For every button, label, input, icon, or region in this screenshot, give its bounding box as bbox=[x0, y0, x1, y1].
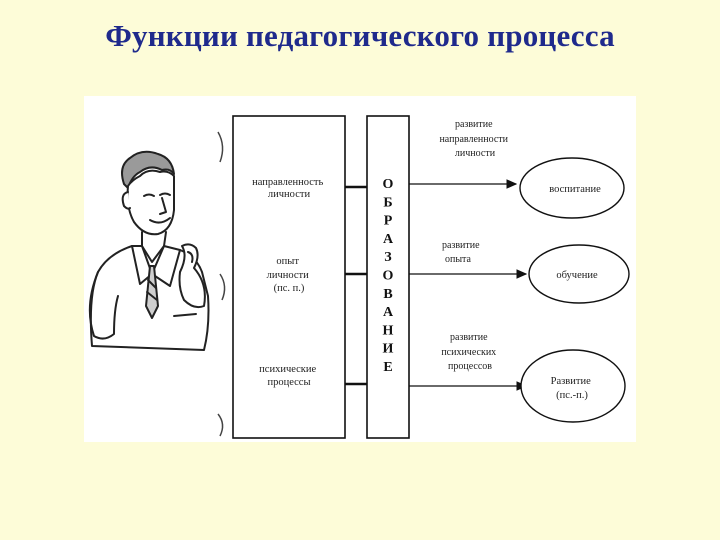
svg-text:психические процессы: психические процессы bbox=[259, 364, 319, 388]
left-box bbox=[232, 115, 346, 439]
obrazovanie-letter: Р bbox=[384, 214, 393, 229]
svg-text:развитие опыта: развитие опыта bbox=[442, 240, 482, 265]
obrazovanie-letter: З bbox=[384, 250, 391, 265]
obrazovanie-letter: Н bbox=[383, 323, 394, 338]
obrazovanie-letter: Б bbox=[383, 195, 392, 210]
obrazovanie-box bbox=[366, 115, 410, 439]
left-item-2-line2: личности bbox=[267, 270, 310, 281]
diagram-panel: направленность личности опыт личности (п… bbox=[84, 96, 636, 442]
arrow-2-label-line1: развитие bbox=[442, 240, 480, 251]
arrow-3-label-line2: психических bbox=[441, 347, 496, 358]
svg-text:Развитие (пс.-п.): Развитие (пс.-п.) bbox=[551, 376, 594, 401]
left-item-3-line1: психические bbox=[259, 364, 316, 375]
bracket-top-icon bbox=[217, 131, 224, 163]
arrow-3-label-line3: процессов bbox=[448, 361, 492, 372]
svg-text:воспитание: воспитание bbox=[549, 184, 601, 195]
obrazovanie-letter: В bbox=[383, 287, 392, 302]
obrazovanie-letter: И bbox=[383, 342, 394, 357]
svg-text:развитие направленности: развитие направленности личности bbox=[439, 119, 510, 159]
obrazovanie-letter: Е bbox=[383, 360, 392, 375]
obrazovanie-letter: О bbox=[383, 177, 394, 192]
arrow-1-label-line1: развитие bbox=[455, 119, 493, 130]
left-item-1-line1: направленность bbox=[252, 177, 323, 188]
page-title: Функции педагогического процесса bbox=[105, 18, 615, 53]
obrazovanie-letter: А bbox=[383, 232, 394, 247]
obrazovanie-letter: А bbox=[383, 305, 394, 320]
svg-text:обучение: обучение bbox=[556, 270, 598, 281]
outcome-2-label: обучение bbox=[556, 270, 598, 281]
outcome-ellipse-3 bbox=[520, 349, 626, 423]
outcome-3-label-line1: Развитие bbox=[551, 376, 591, 387]
left-item-3-line2: процессы bbox=[267, 377, 310, 388]
bracket-bottom-icon bbox=[217, 413, 224, 437]
obrazovanie-letter: О bbox=[383, 269, 394, 284]
arrow-1-label-line2: направленности bbox=[439, 134, 508, 145]
outcome-ellipse-1 bbox=[519, 157, 625, 219]
left-item-2-line3: (пс. п.) bbox=[274, 283, 305, 294]
outcome-3-label-line2: (пс.-п.) bbox=[556, 390, 588, 401]
outcome-1-label: воспитание bbox=[549, 184, 601, 195]
outcome-ellipse-2 bbox=[528, 244, 630, 304]
bracket-mid-icon bbox=[219, 273, 226, 301]
diagram-canvas: направленность личности опыт личности (п… bbox=[88, 115, 630, 439]
thinking-man-illustration bbox=[88, 150, 210, 351]
svg-text:опыт личности (пс.: опыт личности (пс. п.) bbox=[267, 256, 312, 294]
svg-text:развитие психических: развитие психических процессов bbox=[441, 332, 498, 372]
arrow-1-label-line3: личности bbox=[455, 148, 496, 159]
arrow-2-label-line2: опыта bbox=[445, 254, 472, 265]
left-item-1-line2: личности bbox=[268, 189, 311, 200]
svg-text:направленность личности: направленность личности bbox=[252, 177, 326, 200]
arrow-3-label-line1: развитие bbox=[450, 332, 488, 343]
left-item-2-line1: опыт bbox=[276, 256, 299, 267]
